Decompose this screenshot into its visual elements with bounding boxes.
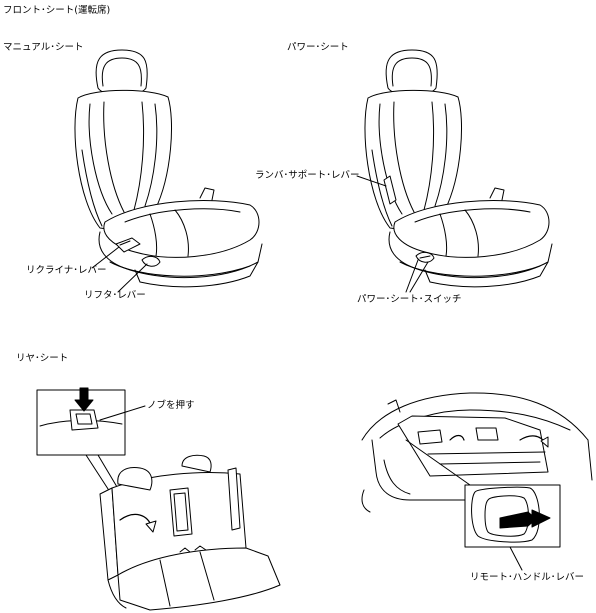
power-seat-switch-label: パワー･シート･スイッチ (357, 294, 462, 305)
front-seat-title: フロント･シート(運転席) (3, 5, 111, 16)
cargo-remote-handle-illustration (361, 392, 593, 571)
rear-seat-title: リヤ･シート (16, 353, 69, 364)
recliner-lever-label: リクライナ･レバー (26, 265, 107, 276)
lifter-lever-label: リフタ･レバー (84, 290, 146, 301)
lumbar-support-lever-label: ランバ･サポート･レバー (255, 170, 360, 181)
rear-seat-illustration (36, 387, 281, 611)
remote-handle-lever-label: リモート･ハンドル･レバー (470, 572, 585, 583)
push-knob-label: ノブを押す (147, 400, 195, 411)
power-seat-title: パワー･シート (287, 42, 349, 53)
manual-seat-title: マニュアル･シート (3, 42, 84, 53)
manual-seat-illustration (74, 49, 263, 293)
power-seat-illustration (356, 49, 553, 293)
